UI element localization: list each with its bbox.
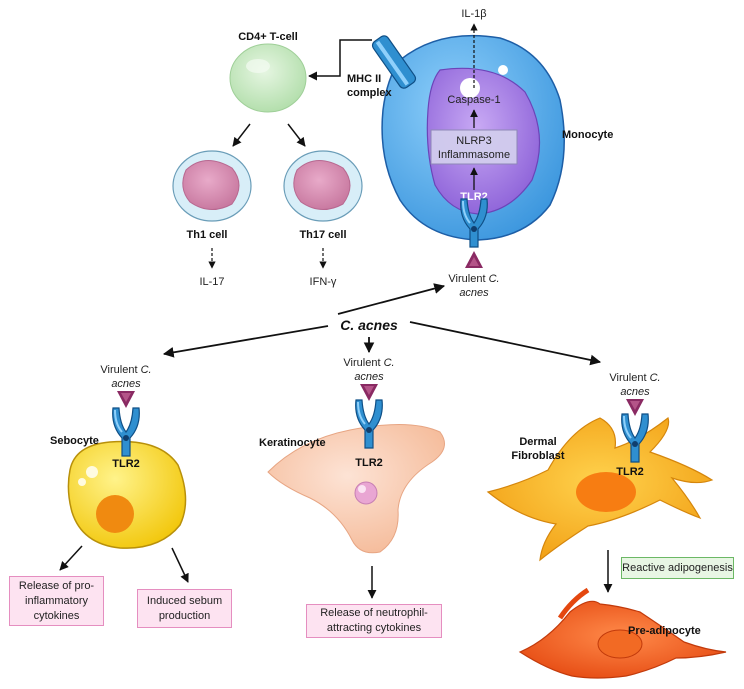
dermal-label: Dermal (519, 436, 556, 448)
arrow-cacnes-to-fibroblast (409, 321, 602, 366)
sebocyte-acnes-label: acnes (111, 378, 141, 390)
monocyte-ligand (465, 251, 483, 268)
arrow-sebocyte-to-cytokines (59, 545, 83, 571)
arrow-cacnes-to-sebocyte (162, 325, 329, 358)
th1-label: Th1 cell (187, 229, 228, 241)
keratinocyte-label: Keratinocyte (259, 437, 326, 449)
monocyte-acnes-label: acnes (459, 287, 489, 299)
fibroblast-label: Fibroblast (511, 450, 565, 462)
sebum-text: Induced sebum production (146, 594, 223, 622)
th1-cell (172, 150, 252, 222)
keratinocyte-ligand (360, 384, 378, 401)
keratinocyte-tlr2-label: TLR2 (355, 457, 383, 469)
neutrophil-text: Release of neutrophil-attracting cytokin… (320, 607, 428, 634)
nlrp3-box (430, 129, 518, 165)
keratinocyte-cell (267, 424, 445, 554)
monocyte-label: Monocyte (562, 129, 613, 141)
caspase-label: Caspase-1 (447, 94, 500, 106)
fibroblast-acnes-label: acnes (620, 386, 650, 398)
mhc-label-line2: complex (347, 87, 393, 99)
sebocyte-cell (67, 440, 187, 549)
th17-label: Th17 cell (299, 229, 346, 241)
cd4-tcell (229, 43, 307, 113)
neutrophil-box: Release of neutrophil-attracting cytokin… (306, 604, 442, 638)
pro-inflammatory-text: Release of pro-inflammatory cytokines (18, 579, 95, 622)
sebocyte-ligand (117, 391, 135, 408)
arrow-mhc-to-tcell (308, 39, 372, 81)
c-acnes-label: C. acnes (340, 317, 398, 333)
sebocyte-virulent-label: Virulent C. (100, 364, 151, 376)
keratinocyte-acnes-label: acnes (354, 371, 384, 383)
il1b-label: IL-1β (461, 8, 486, 20)
fibroblast-tlr2-label: TLR2 (616, 466, 644, 478)
inflammasome-label: Inflammasome (438, 149, 510, 161)
il17-label: IL-17 (199, 276, 224, 288)
sebocyte-tlr2-label: TLR2 (112, 458, 140, 470)
fibroblast-virulent-label: Virulent C. (609, 372, 660, 384)
nlrp3-label: NLRP3 (456, 135, 491, 147)
fibroblast-cell (486, 417, 714, 562)
arrow-tcell-to-th17 (287, 123, 306, 147)
pre-adipocyte-cell (518, 587, 727, 679)
pro-inflammatory-box: Release of pro-inflammatory cytokines (9, 576, 104, 626)
monocyte-virulent-label: Virulent C. (448, 273, 499, 285)
cd4-tcell-label: CD4+ T-cell (238, 31, 298, 43)
mhc-label-line1: MHC II (347, 73, 381, 85)
adipogenesis-text: Reactive adipogenesis (622, 561, 733, 574)
arrow-tcell-to-th1 (232, 123, 251, 147)
sebocyte-label: Sebocyte (50, 435, 99, 447)
ifng-label: IFN-γ (310, 276, 337, 288)
fibroblast-ligand (626, 399, 644, 416)
adipogenesis-box: Reactive adipogenesis (621, 557, 734, 579)
arrow-cacnes-to-monocyte (337, 283, 446, 315)
arrow-sebocyte-to-sebum (171, 547, 189, 583)
keratinocyte-virulent-label: Virulent C. (343, 357, 394, 369)
mhc-ii-complex (371, 35, 417, 89)
pre-adipocyte-label: Pre-adipocyte (628, 625, 701, 637)
th17-cell (283, 150, 363, 222)
sebum-box: Induced sebum production (137, 589, 232, 628)
